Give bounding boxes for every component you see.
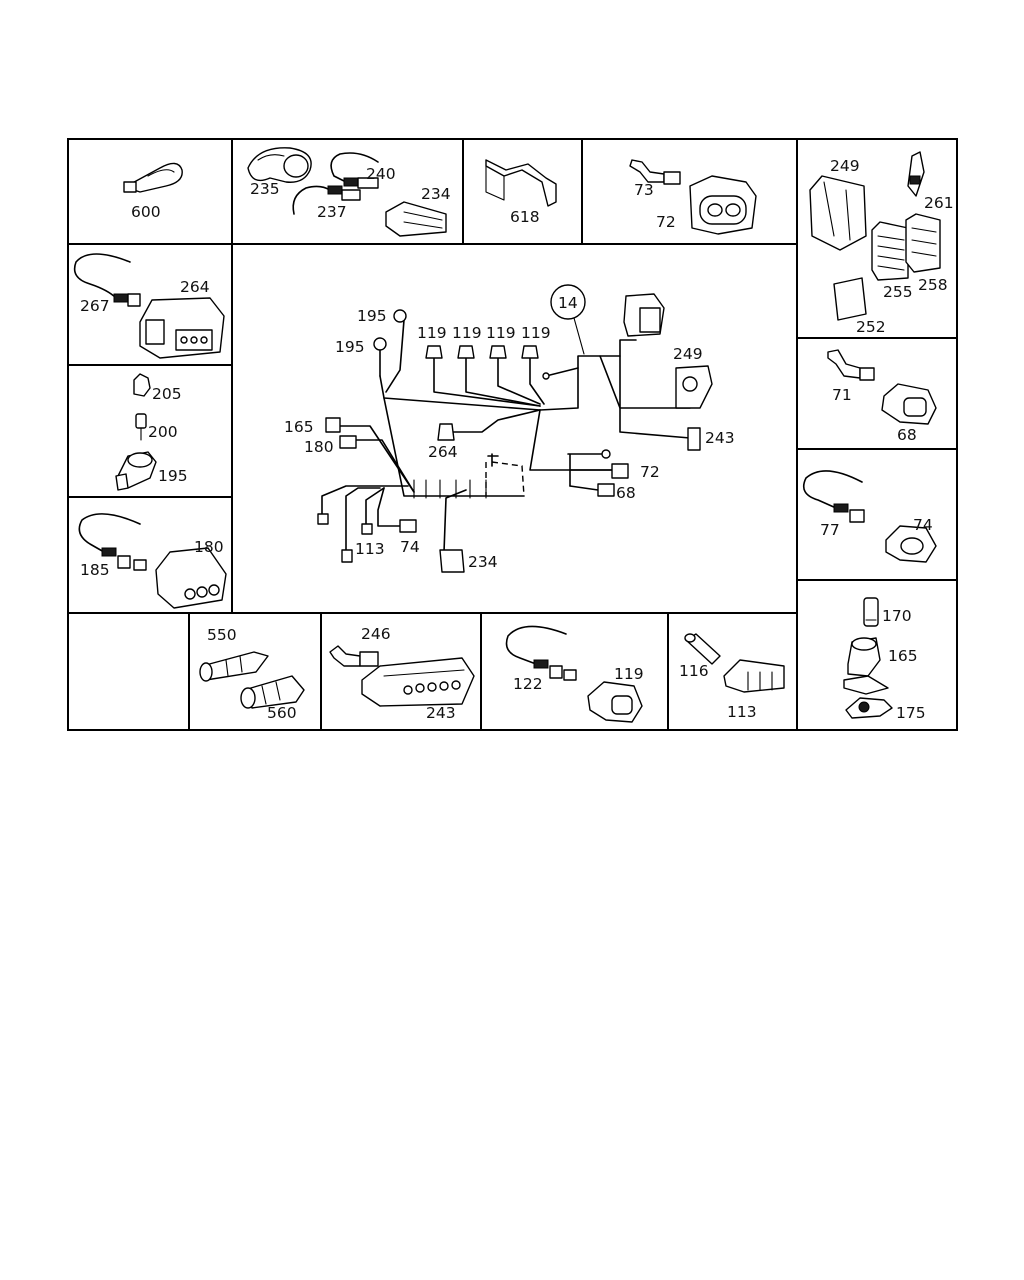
lead-240: 240 [330, 152, 396, 189]
label-267: 267 [80, 297, 110, 315]
bracket-618: 618 [485, 159, 557, 226]
clip-205: 205 [133, 373, 182, 403]
plate-252: 252 [833, 277, 886, 336]
label-252: 252 [856, 318, 886, 336]
label-258: 258 [918, 276, 948, 294]
label-116: 116 [679, 662, 709, 680]
label-center-180: 180 [304, 438, 334, 456]
seal-550: 550 [199, 626, 269, 682]
label-205: 205 [152, 385, 182, 403]
label-73: 73 [634, 181, 654, 199]
label-195: 195 [158, 467, 188, 485]
label-240: 240 [366, 165, 396, 183]
label-550: 550 [207, 626, 237, 644]
panel-grid [67, 138, 958, 731]
pin-116-connector-113: 116 113 [679, 633, 785, 721]
label-261: 261 [924, 194, 954, 212]
seal-560: 560 [240, 675, 305, 722]
terminal-71-connector-68: 71 68 [827, 349, 937, 444]
wiring-harness-14: 14 [284, 284, 735, 573]
connector-72: 72 [656, 175, 757, 235]
label-72: 72 [656, 213, 676, 231]
label-237: 237 [317, 203, 347, 221]
label-113: 113 [727, 703, 757, 721]
label-14: 14 [558, 294, 578, 312]
ring-connector-195: 195 [115, 451, 188, 491]
label-center-74: 74 [400, 538, 420, 556]
housing-249: 249 [809, 157, 867, 251]
label-249: 249 [830, 157, 860, 175]
label-center-234: 234 [468, 553, 498, 571]
label-center-249: 249 [673, 345, 703, 363]
label-122: 122 [513, 675, 543, 693]
label-74: 74 [913, 516, 933, 534]
label-185: 185 [80, 561, 110, 579]
label-center-264: 264 [428, 443, 458, 461]
pin-200: 200 [135, 413, 178, 441]
label-68: 68 [897, 426, 917, 444]
label-234: 234 [421, 185, 451, 203]
label-center-113: 113 [355, 540, 385, 558]
label-175: 175 [896, 704, 926, 722]
label-center-119-4: 119 [521, 324, 551, 342]
label-center-243: 243 [705, 429, 735, 447]
lead-77-connector-74: 77 74 [802, 470, 937, 563]
label-center-119-1: 119 [417, 324, 447, 342]
parts-170-165-175: 170 165 175 [843, 597, 926, 722]
lead-185-connector-180: 185 180 [78, 513, 227, 609]
label-170: 170 [882, 607, 912, 625]
label-center-72: 72 [640, 463, 660, 481]
label-264: 264 [180, 278, 210, 296]
label-255: 255 [883, 283, 913, 301]
connector-255: 255 [871, 221, 913, 301]
terminal-73: 73 [629, 159, 681, 199]
cable-tie-600: 600 [123, 162, 183, 221]
label-center-68: 68 [616, 484, 636, 502]
lead-237: 237 [292, 185, 361, 221]
label-71: 71 [832, 386, 852, 404]
label-180: 180 [194, 538, 224, 556]
label-center-195-top: 195 [357, 307, 387, 325]
connector-234: 234 [385, 185, 451, 237]
reference-circle-14 [550, 284, 586, 320]
label-center-119-3: 119 [486, 324, 516, 342]
label-165: 165 [888, 647, 918, 665]
connector-258: 258 [905, 213, 948, 294]
label-246: 246 [361, 625, 391, 643]
label-243: 243 [426, 704, 456, 722]
label-235: 235 [250, 180, 280, 198]
terminal-261: 261 [907, 151, 954, 212]
label-119: 119 [614, 665, 644, 683]
label-center-119-2: 119 [452, 324, 482, 342]
label-center-165: 165 [284, 418, 314, 436]
label-618: 618 [510, 208, 540, 226]
label-600: 600 [131, 203, 161, 221]
label-560: 560 [267, 704, 297, 722]
label-200: 200 [148, 423, 178, 441]
lead-122-connector-119: 122 119 [505, 625, 644, 723]
lead-267-connector-264: 267 264 [73, 253, 225, 359]
label-center-195-bottom: 195 [335, 338, 365, 356]
boot-235: 235 [247, 147, 312, 198]
label-77: 77 [820, 521, 840, 539]
terminal-246-connector-243: 246 243 [329, 625, 475, 722]
